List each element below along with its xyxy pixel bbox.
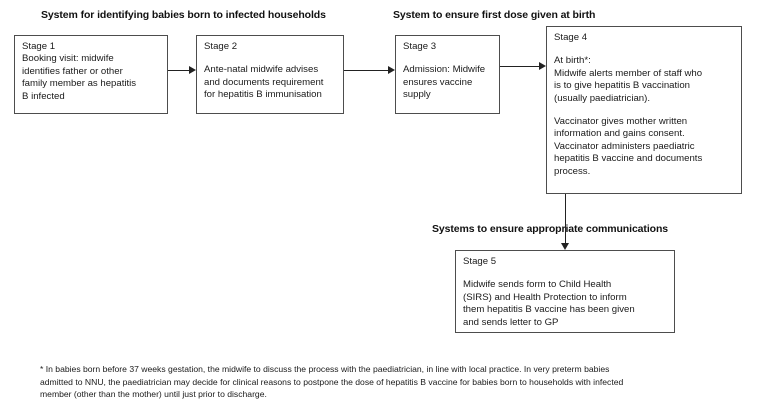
stage-4-line: information and gains consent. <box>554 128 685 140</box>
stage-4-line: process. <box>554 165 591 177</box>
stage-box-5: Stage 5 Midwife sends form to Child Heal… <box>455 250 675 333</box>
connector-line <box>565 194 566 243</box>
stage-4-line: At birth*: <box>554 55 591 67</box>
connector-line <box>500 66 539 67</box>
stage-4-spacer-mid <box>554 105 734 116</box>
stage-4-label: Stage 4 <box>554 32 588 43</box>
arrowhead-right-icon <box>189 66 196 74</box>
stage-2-line: for hepatitis B immunisation <box>204 89 322 101</box>
stage-2-line: Ante-natal midwife advises <box>204 64 319 76</box>
stage-2-label: Stage 2 <box>204 41 238 52</box>
connector-line <box>344 70 388 71</box>
arrowhead-right-icon <box>539 62 546 70</box>
section-heading-identify-households: System for identifying babies born to in… <box>41 9 326 21</box>
arrowhead-right-icon <box>388 66 395 74</box>
stage-3-line: ensures vaccine <box>403 76 473 88</box>
stage-4-spacer-top <box>554 44 734 55</box>
stage-4-line: Vaccinator administers paediatric <box>554 140 695 152</box>
stage-5-line: them hepatitis B vaccine has been given <box>463 304 635 316</box>
arrowhead-down-icon <box>561 243 569 250</box>
connector-line <box>168 70 189 71</box>
footnote: * In babies born before 37 weeks gestati… <box>40 363 730 401</box>
stage-4-line: is to give hepatitis B vaccination <box>554 80 690 92</box>
stage-1-label: Stage 1 <box>22 41 56 52</box>
stage-4-line: Vaccinator gives mother written <box>554 116 688 128</box>
stage-1-line: identifies father or other <box>22 65 123 77</box>
stage-5-label: Stage 5 <box>463 256 497 267</box>
stage-1-line: family member as hepatitis <box>22 78 137 90</box>
stage-5-spacer <box>463 268 667 279</box>
stage-5-line: Midwife sends form to Child Health <box>463 279 612 291</box>
stage-2-spacer <box>204 53 336 64</box>
section-heading-first-dose-at-birth: System to ensure first dose given at bir… <box>393 9 596 21</box>
stage-box-2: Stage 2 Ante-natal midwife advises and d… <box>196 35 344 114</box>
stage-3-spacer <box>403 53 492 64</box>
stage-3-label: Stage 3 <box>403 41 437 52</box>
stage-4-line: (usually paediatrician). <box>554 92 650 104</box>
footnote-line: admitted to NNU, the paediatrician may d… <box>40 376 624 387</box>
section-heading-appropriate-communications: Systems to ensure appropriate communicat… <box>432 223 668 235</box>
stage-4-line: Midwife alerts member of staff who <box>554 67 703 79</box>
stage-3-line: supply <box>403 89 431 101</box>
stage-box-4: Stage 4 At birth*: Midwife alerts member… <box>546 26 742 194</box>
stage-3-line: Admission: Midwife <box>403 64 486 76</box>
footnote-line: member (other than the mother) until jus… <box>40 389 267 400</box>
stage-box-3: Stage 3 Admission: Midwife ensures vacci… <box>395 35 500 114</box>
stage-5-line: (SIRS) and Health Protection to inform <box>463 291 627 303</box>
stage-4-line: hepatitis B vaccine and documents <box>554 153 703 165</box>
stage-5-line: and sends letter to GP <box>463 316 559 328</box>
footnote-line: * In babies born before 37 weeks gestati… <box>40 364 610 374</box>
stage-2-line: and documents requirement <box>204 76 324 88</box>
stage-box-1: Stage 1 Booking visit: midwife identifie… <box>14 35 168 114</box>
stage-1-line: Booking visit: midwife <box>22 53 114 65</box>
stage-1-line: B infected <box>22 90 65 102</box>
